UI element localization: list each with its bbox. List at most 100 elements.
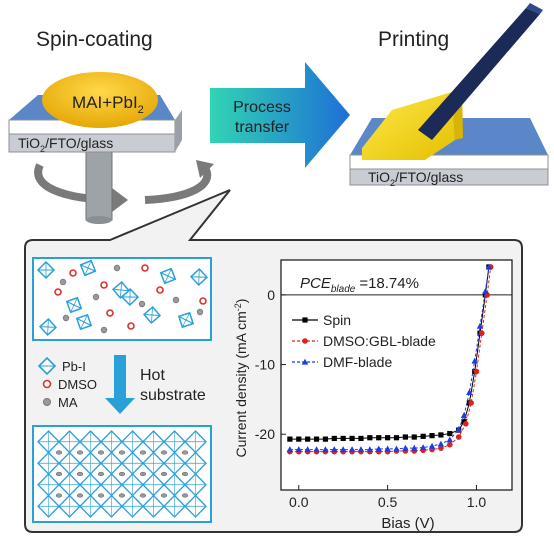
lattice-octahedron — [58, 494, 81, 518]
legend-marker — [301, 358, 309, 365]
data-point — [455, 434, 462, 440]
data-point — [296, 436, 302, 442]
octahedron-icon — [75, 313, 93, 331]
data-point — [402, 444, 409, 451]
series-layer — [286, 263, 494, 455]
legend-label: DMSO:GBL-blade — [323, 333, 436, 349]
data-point — [287, 436, 293, 442]
legend-marker — [302, 317, 308, 323]
data-point — [438, 445, 444, 451]
data-point — [476, 322, 484, 329]
data-point — [348, 446, 356, 453]
ma-site — [76, 493, 84, 498]
dmso-molecule — [54, 288, 62, 296]
dmso-icon — [42, 379, 52, 389]
y-axis-label: Current density (mA cm-2) — [233, 299, 249, 458]
ma-molecule — [138, 300, 146, 308]
ma-molecule — [59, 278, 67, 286]
ma-molecule — [62, 314, 70, 322]
ma-site — [97, 493, 105, 498]
ma-site — [55, 450, 63, 455]
data-point — [295, 446, 302, 453]
ma-site — [181, 493, 189, 498]
blade — [418, 8, 540, 140]
legend-label: Spin — [323, 312, 351, 328]
pce-annotation: PCEblade=18.74% — [300, 275, 419, 295]
data-point — [466, 389, 473, 396]
y-tick-label: -10 — [255, 357, 275, 373]
data-point — [402, 434, 408, 440]
legend-marker — [302, 338, 308, 344]
octahedron-icon — [38, 317, 58, 337]
ma-site — [181, 450, 189, 455]
data-point — [455, 425, 462, 432]
ma-site — [97, 450, 105, 455]
data-point — [471, 357, 478, 364]
octahedron-icon — [189, 267, 209, 287]
y-tick-label: -20 — [255, 426, 275, 442]
process-step-line2: substrate — [140, 387, 206, 404]
octahedron-icon — [159, 267, 177, 285]
lattice-octahedron — [37, 451, 60, 475]
spin-coating-title: Spin-coating — [36, 28, 153, 51]
octahedron-icon — [79, 259, 97, 277]
x-axis-label: Bias (V) — [381, 515, 434, 532]
data-point — [438, 432, 444, 438]
precursor-label: MAI+PbI2 — [72, 93, 144, 116]
data-point — [286, 446, 294, 453]
lattice-octahedron — [79, 494, 102, 518]
arrow-label-line2: transfer — [235, 119, 290, 136]
spin-substrate-label: TiO2/FTO/glass — [18, 135, 113, 154]
ma-site — [118, 493, 126, 498]
data-point — [482, 287, 489, 294]
solution-box — [32, 257, 212, 341]
process-transfer-arrow: Process transfer — [210, 62, 350, 168]
molecule-legend: Pb-I DMSO MA — [37, 356, 97, 410]
legend-ma: MA — [58, 395, 78, 410]
ma-site — [160, 471, 168, 477]
data-point — [429, 433, 435, 439]
ma-molecule — [100, 326, 108, 334]
data-point — [428, 442, 436, 449]
legend-dmso: DMSO — [58, 377, 97, 392]
data-point — [463, 420, 469, 427]
lattice-octahedron — [37, 494, 60, 518]
data-point — [313, 446, 320, 453]
printing-title: Printing — [378, 28, 450, 51]
precursor-drop — [42, 72, 158, 128]
down-arrow-icon — [105, 355, 135, 414]
data-point — [331, 446, 338, 453]
ma-site — [139, 471, 147, 477]
spindle — [85, 149, 113, 221]
data-point — [473, 368, 480, 375]
data-point — [460, 412, 468, 419]
data-point — [340, 435, 346, 442]
data-point — [384, 445, 391, 452]
ma-icon — [43, 398, 51, 406]
dmso-molecule — [127, 322, 135, 330]
ma-site — [160, 450, 168, 455]
dmso-molecule — [100, 281, 108, 289]
octahedron-icon — [65, 296, 83, 314]
lattice-octahedron — [142, 494, 165, 518]
crystal-lattice — [37, 430, 207, 518]
dmso-molecule — [106, 309, 114, 317]
ma-molecule — [172, 296, 180, 304]
lattice-octahedron — [100, 494, 123, 518]
data-point — [393, 445, 400, 452]
ma-site — [55, 493, 63, 498]
data-point — [447, 430, 453, 437]
data-point — [393, 435, 400, 441]
ink-meniscus — [362, 92, 455, 160]
dmso-molecule — [69, 269, 77, 277]
data-point — [331, 435, 337, 442]
octahedron-icon — [142, 305, 162, 325]
data-point — [385, 435, 391, 441]
lattice-octahedron — [121, 473, 144, 497]
data-point — [411, 434, 417, 440]
data-point — [313, 436, 320, 442]
